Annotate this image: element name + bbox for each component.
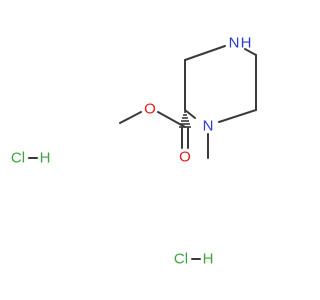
atom-o-carbonyl: O [179, 149, 191, 166]
stereo-hash-bond [179, 111, 191, 128]
atom-n-methyl: N [203, 118, 214, 135]
salt-1-cl: Cl [11, 150, 25, 167]
bond-carbonyl-c-o-ester [157, 111, 186, 128]
bond-ch2-lower-n-methyl [218, 109, 257, 123]
molecule-drawing: N H N O O Cl H Cl H [11, 35, 257, 268]
bond-c3-nh [184, 45, 226, 61]
salt-1-h: H [40, 150, 51, 167]
bond-nh-ch2-right [244, 48, 257, 56]
bond-o-ester-ch3 [119, 111, 142, 124]
structure-canvas: N H N O O Cl H Cl H [11, 35, 257, 268]
atom-o-ester: O [144, 101, 156, 118]
atom-nh-h: H [241, 35, 252, 52]
salt-2-h: H [203, 251, 214, 268]
salt-2-cl: Cl [174, 251, 188, 268]
atom-nh-n: N [229, 35, 240, 52]
bond-n-methyl-c2 [184, 109, 196, 119]
